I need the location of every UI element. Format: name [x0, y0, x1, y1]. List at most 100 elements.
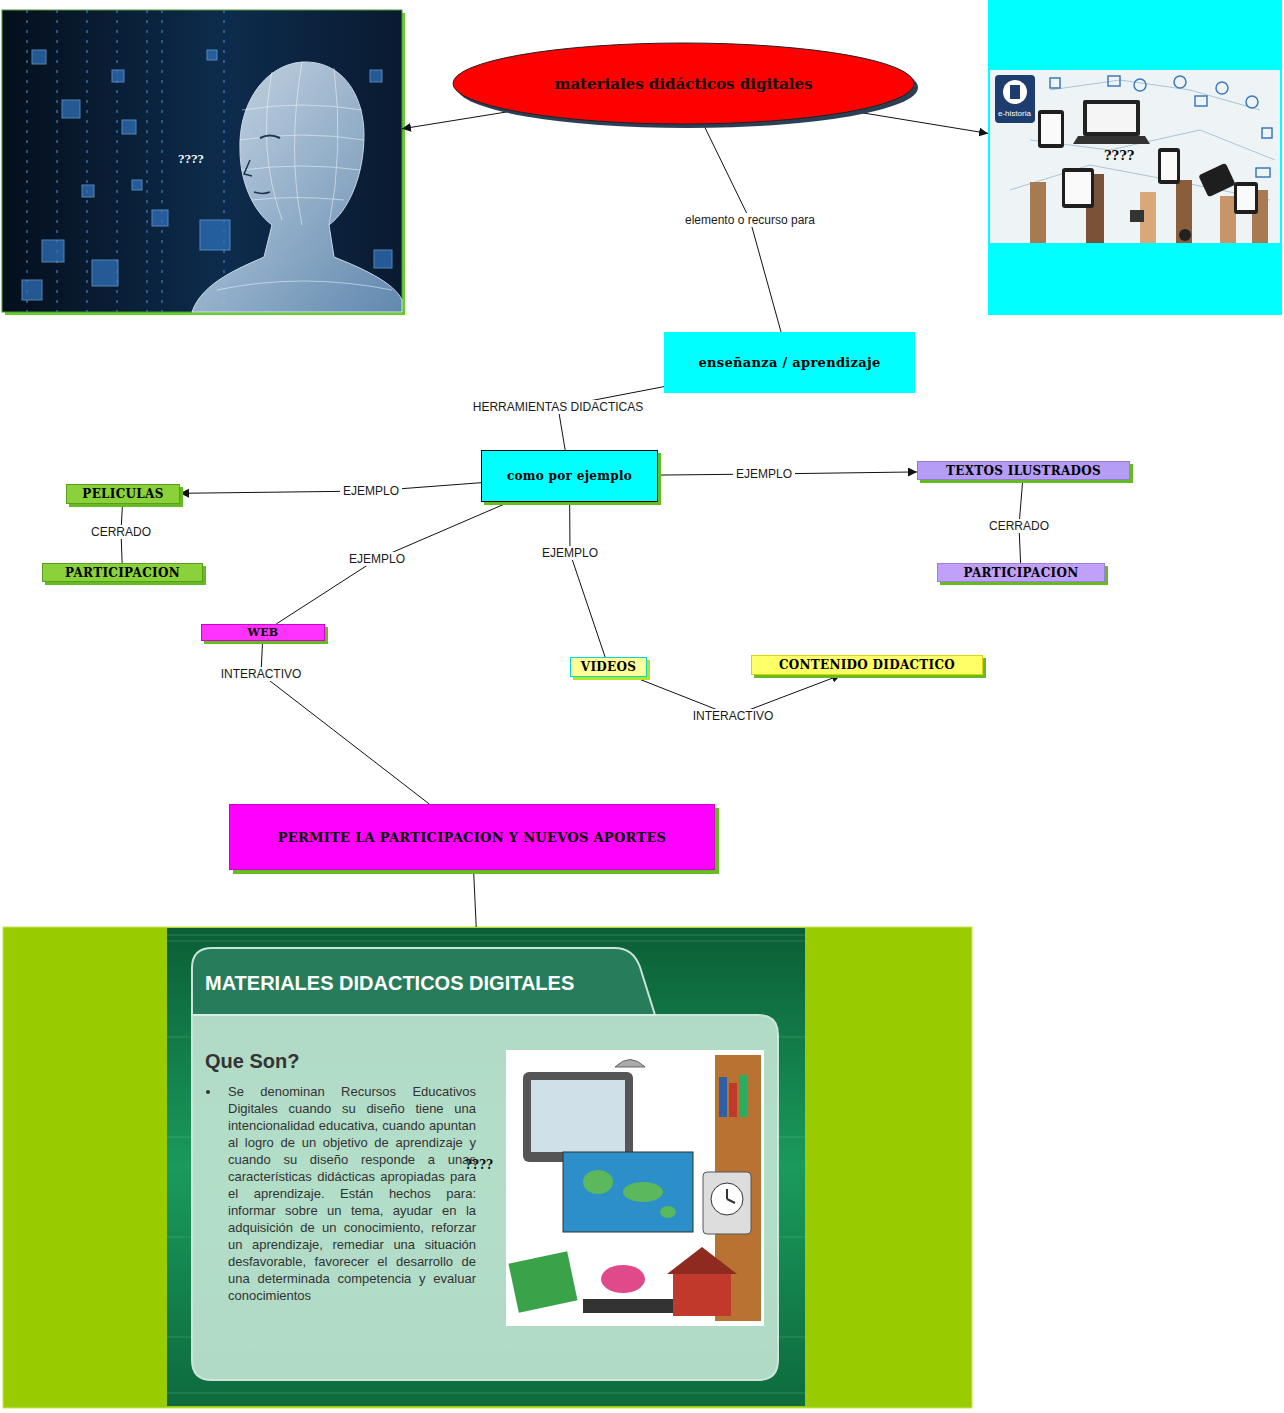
connector: [261, 641, 429, 804]
mesh-line: [217, 281, 392, 290]
node-label: PARTICIPACION: [964, 566, 1079, 580]
picture-panel: e-historia????: [988, 0, 1282, 315]
clipart-continent: [623, 1182, 663, 1202]
mesh-line: [329, 68, 338, 225]
ai-head-picture: [2, 10, 406, 316]
logo-emblem: [1003, 80, 1027, 104]
picture-panel: ????: [2, 10, 402, 312]
laptop-base: [1073, 136, 1150, 144]
concept-box: PARTICIPACION: [42, 563, 203, 582]
data-block: [374, 250, 392, 268]
connector-label: EJEMPLO: [539, 546, 601, 560]
slide-panel: MATERIALES DIDACTICOS DIGITALES Que Son? S…: [3, 927, 972, 1408]
picture-background: [990, 70, 1280, 243]
picture-mark: ????: [1104, 148, 1134, 163]
clipart-clock: [703, 1172, 751, 1234]
phone-screen: [1161, 152, 1177, 180]
ellipse-shape: [453, 43, 914, 124]
slide-heading: Que Son?: [205, 1050, 299, 1073]
clipart-continent: [583, 1170, 613, 1194]
slide-stripe: [167, 1393, 805, 1394]
data-streak: [223, 10, 225, 312]
hand: [1220, 196, 1236, 243]
clipart-book: [739, 1075, 747, 1117]
clipart-book: [729, 1083, 737, 1117]
app-icon: [1216, 82, 1228, 94]
app-icon: [1262, 128, 1272, 138]
data-block: [122, 120, 136, 134]
data-block: [152, 210, 168, 226]
concept-box: PARTICIPACION: [937, 563, 1105, 582]
node-label: como por ejemplo: [507, 469, 632, 483]
data-block: [22, 280, 42, 300]
connector: [180, 483, 481, 494]
head-eye: [260, 136, 280, 139]
mesh-line: [240, 135, 364, 140]
concept-box: VIDEOS: [570, 657, 647, 677]
picture-ground: [988, 0, 1282, 315]
phone-screen: [1237, 186, 1255, 210]
node-label: VIDEOS: [581, 660, 636, 674]
connector-label: CERRADO: [986, 519, 1052, 533]
concept-box: TEXTOS ILUSTRADOS: [917, 461, 1130, 480]
data-streak: [56, 10, 58, 312]
mesh-line: [266, 72, 282, 220]
node-label: PERMITE LA PARTICIPACION Y NUEVOS APORTE…: [278, 830, 667, 845]
clipart-keyboard: [583, 1299, 673, 1313]
tablet-screen: [1065, 172, 1091, 204]
picture-mark: ????: [178, 153, 204, 166]
phone: [1158, 148, 1180, 184]
connector-label: EJEMPLO: [733, 467, 795, 481]
mesh-line: [295, 62, 303, 225]
app-icon: [1256, 168, 1270, 177]
clipart-continent: [660, 1206, 676, 1218]
clipart-clock-face: [711, 1183, 743, 1215]
concept-box: como por ejemplo: [481, 450, 658, 502]
clipart-monitor: [523, 1072, 633, 1162]
tablet: [1038, 110, 1064, 148]
slide-body-panel: [192, 1015, 778, 1380]
logo-text: e-historia: [998, 109, 1031, 118]
hand: [1030, 182, 1046, 243]
connector-label: EJEMPLO: [340, 484, 402, 498]
hand: [1176, 180, 1192, 243]
clipart-monitor-screen: [531, 1080, 625, 1152]
laptop: [1083, 100, 1140, 136]
clipart-ground: [506, 1050, 764, 1326]
connector: [704, 125, 781, 332]
data-streak: [26, 10, 28, 312]
logo-emblem: [1010, 85, 1020, 99]
slide-title: MATERIALES DIDACTICOS DIGITALES: [205, 972, 574, 995]
tablet-screen: [1041, 114, 1061, 144]
node-label: TEXTOS ILUSTRADOS: [946, 464, 1101, 478]
app-icon: [1246, 96, 1258, 108]
title-ellipse: materiales didácticos digitales: [452, 42, 915, 125]
devices-picture: [988, 0, 1282, 315]
app-icon: [1195, 96, 1207, 106]
data-streak: [86, 10, 88, 312]
node-label: CONTENIDO DIDACTICO: [779, 658, 955, 672]
network-line: [1050, 80, 1260, 110]
tablet: [1062, 168, 1094, 208]
data-block: [207, 50, 217, 60]
picture-ground: [2, 10, 402, 312]
concept-box: PELICULAS: [66, 484, 180, 504]
data-streak: [161, 10, 163, 312]
clipart-house: [673, 1272, 731, 1316]
camera: [1130, 210, 1144, 222]
head-nose: [244, 160, 252, 176]
data-block: [32, 50, 46, 64]
data-block: [62, 100, 80, 118]
wireframe-head: [192, 62, 402, 312]
head-mouth: [254, 192, 270, 194]
app-icon: [1108, 76, 1120, 86]
laptop-screen: [1087, 104, 1136, 132]
slide-paragraph: Se denominan Recursos Educativos Digital…: [228, 1083, 476, 1304]
connector: [854, 112, 988, 134]
concept-box: WEB: [201, 624, 325, 641]
clipart-dish: [615, 1060, 645, 1068]
mesh-line: [242, 105, 362, 110]
